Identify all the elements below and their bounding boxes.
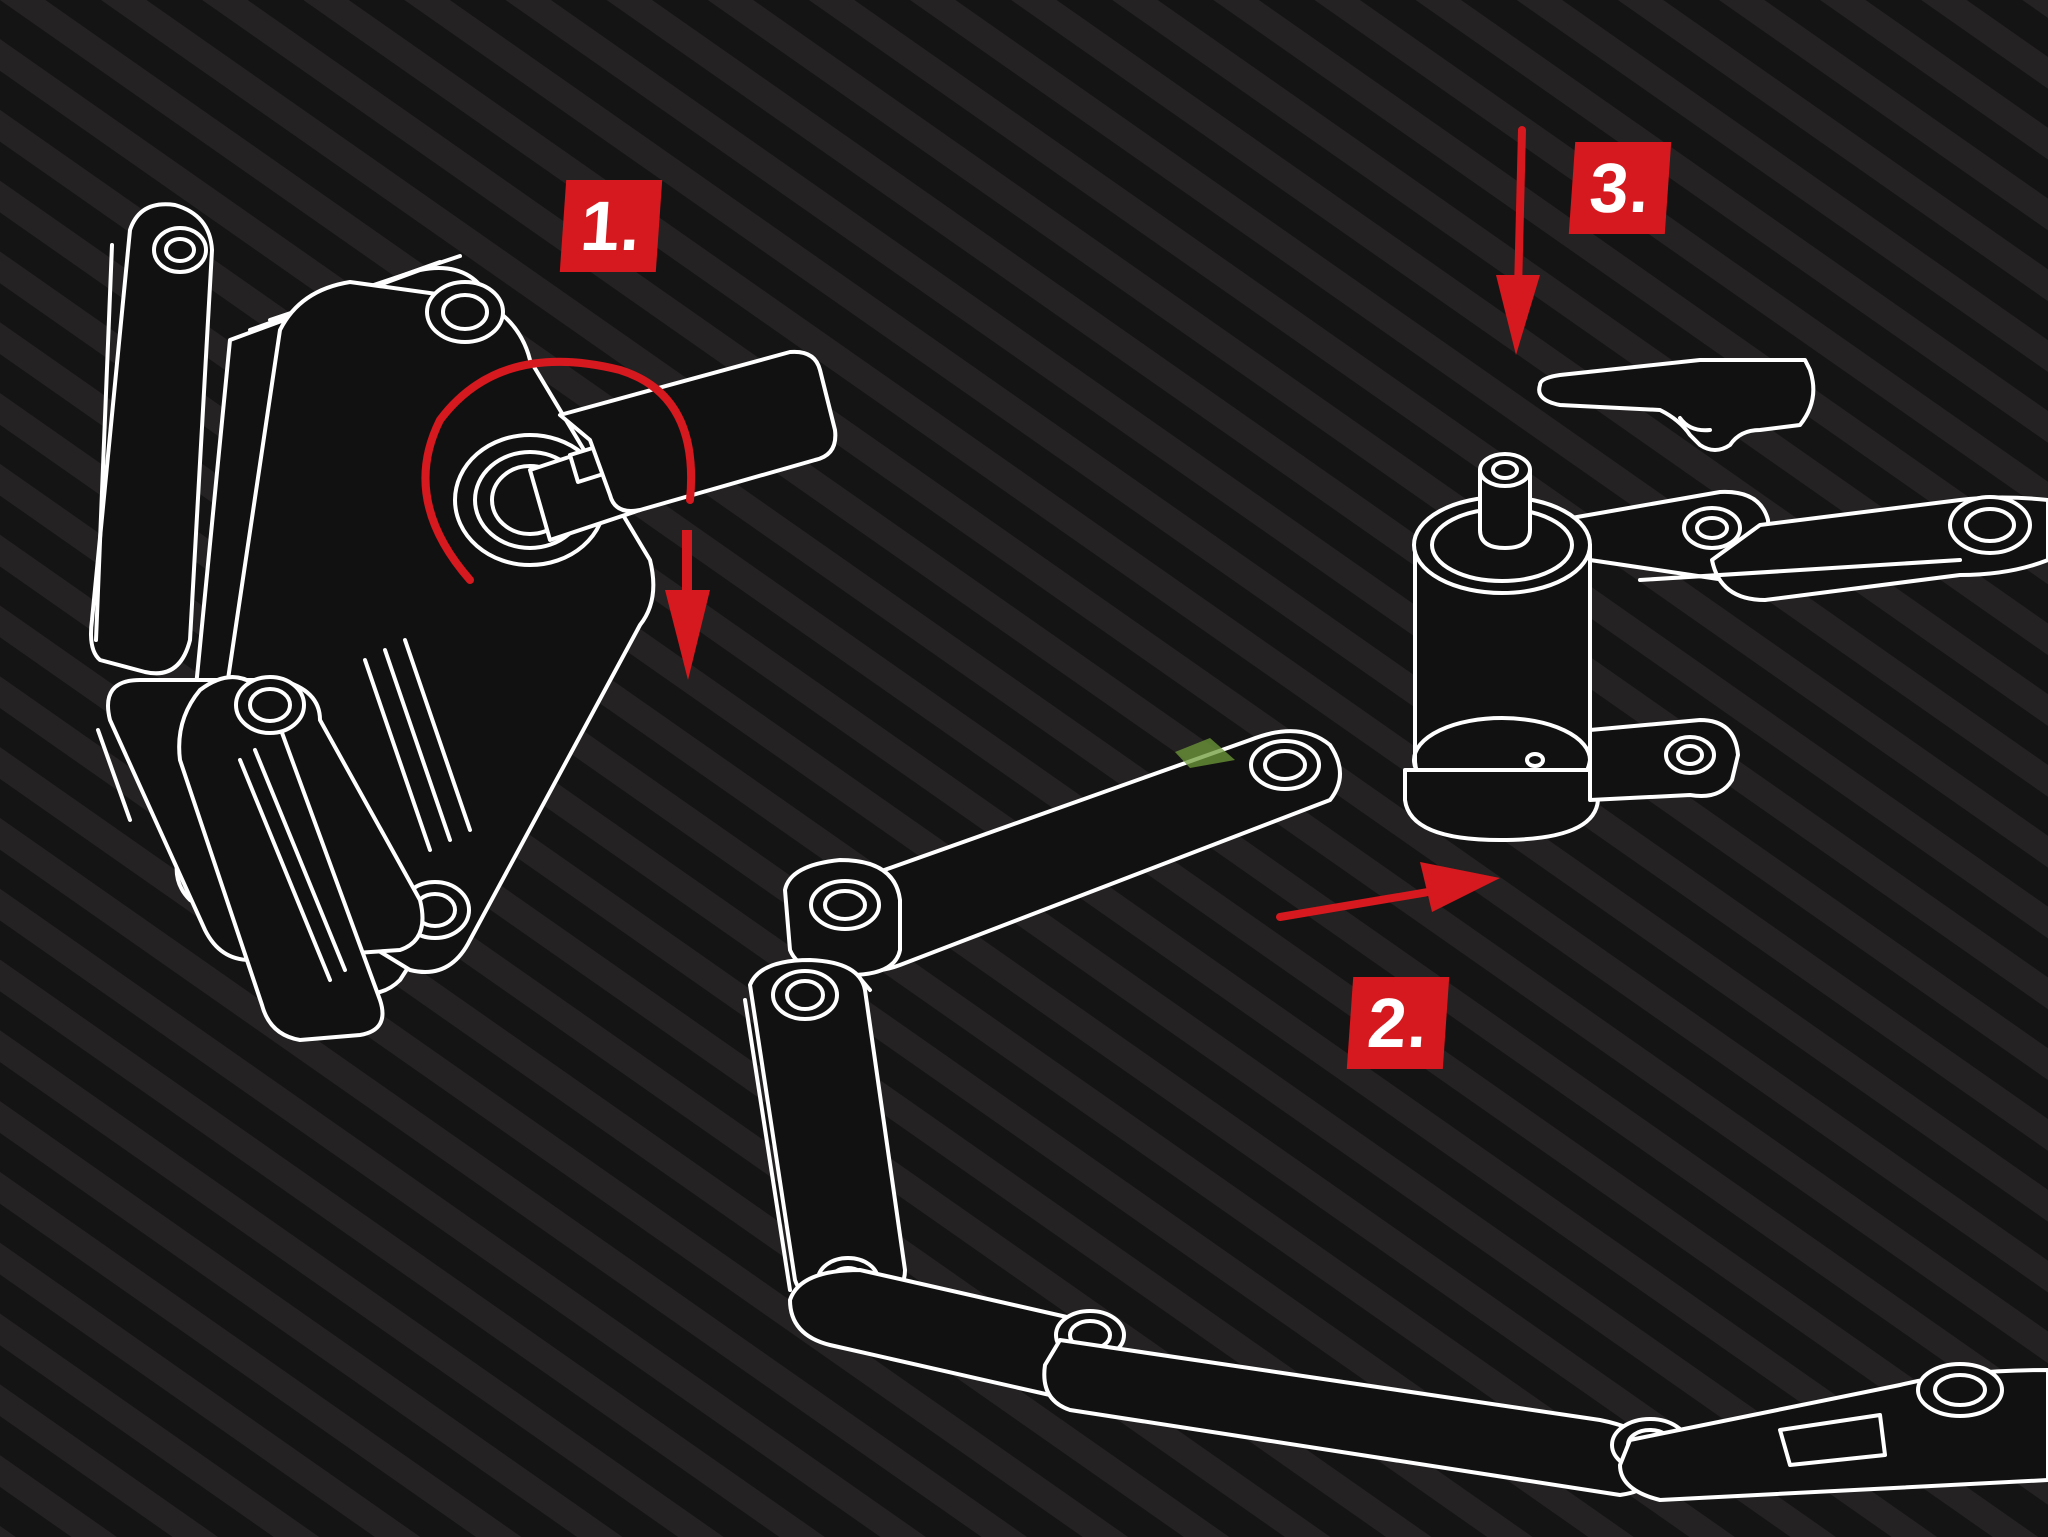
- step2-arrow: [1276, 862, 1500, 921]
- step-1-label: 1.: [578, 187, 644, 265]
- pointing-hand-icon: [1537, 358, 1816, 452]
- step-3-badge: 3.: [1568, 142, 1672, 234]
- green-highlight: [1175, 738, 1235, 768]
- step-2-label: 2.: [1365, 984, 1431, 1062]
- step-3-label: 3.: [1587, 149, 1653, 227]
- step-2-badge: 2.: [1346, 977, 1450, 1069]
- folded-lock-drawing: [89, 202, 838, 1042]
- folding-chain-drawing: [743, 729, 2048, 1502]
- step1-arrow: [421, 357, 710, 680]
- lock-cylinder-drawing: [1403, 452, 2048, 842]
- step-1-badge: 1.: [559, 180, 663, 272]
- step3-arrow: [1496, 126, 1540, 355]
